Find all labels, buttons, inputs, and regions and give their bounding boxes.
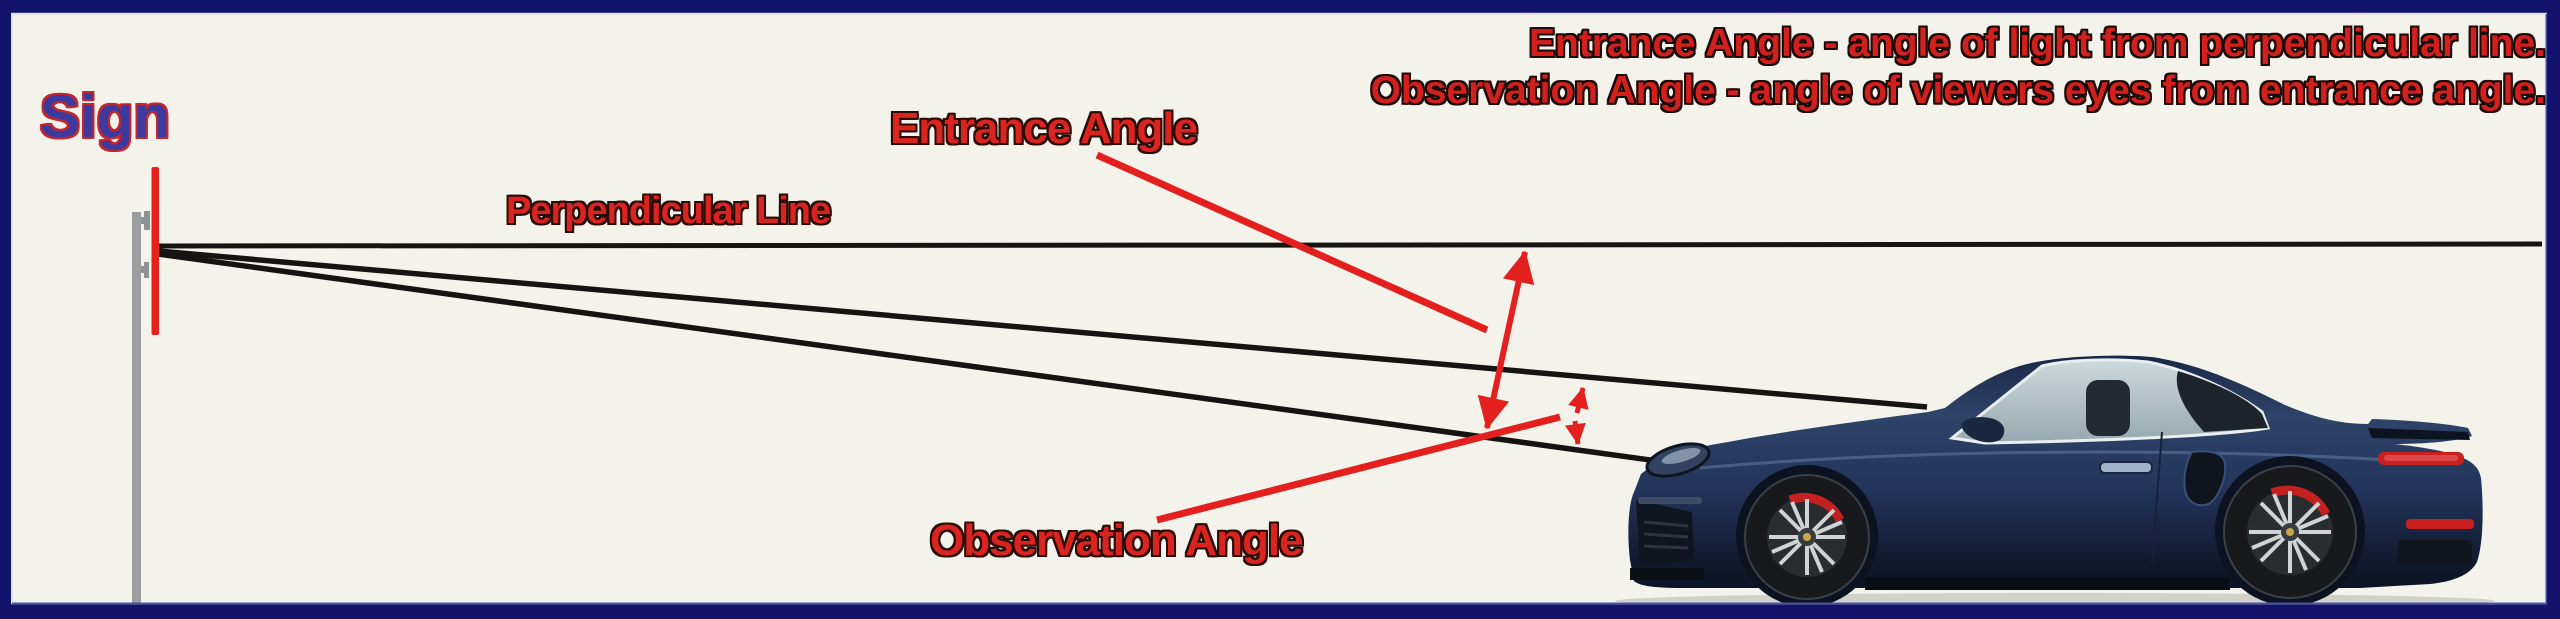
car-taillight-glow: [2384, 455, 2458, 461]
car-beltline-highlight: [1699, 450, 2421, 470]
perpendicular-line-label: Perpendicular Line: [506, 190, 831, 232]
car-rear-reflector: [2406, 519, 2474, 529]
car-grille-slats: [1643, 520, 1689, 550]
car-rear-quarter-glass-tint: [2176, 371, 2268, 432]
sign-pole: [132, 212, 141, 604]
car-front-lip: [1630, 568, 1704, 580]
perpendicular-line: [157, 241, 2543, 249]
car-drl-strip: [1638, 497, 1702, 504]
entrance-leader-line: [1095, 151, 1489, 334]
observation-angle-definition: Observation Angle - angle of viewers eye…: [1370, 69, 2546, 112]
car-headlight: [1645, 442, 1711, 478]
sign-label: Sign: [40, 83, 170, 150]
entrance-angle-definition: Entrance Angle - angle of light from per…: [1528, 22, 2546, 65]
car-seat-silhouette: [2086, 380, 2130, 436]
observation-angle-arrow-up: [1568, 386, 1589, 414]
observation-leader-line: [1156, 413, 1561, 524]
observation-angle-arrow-down: [1565, 420, 1586, 446]
car-door-seam: [2151, 431, 2163, 565]
car-spoiler-underside: [2368, 428, 2470, 440]
car-front-wheel: [1744, 474, 1870, 600]
viewer-ray-line: [157, 251, 1673, 466]
definitions-text-block: Entrance Angle - angle of light from per…: [1371, 20, 2546, 114]
car-rear-wheel: [2223, 465, 2357, 599]
entrance-angle-label: Entrance Angle: [890, 104, 1198, 153]
red-annotations: [1095, 151, 1589, 524]
car-rear-bumper-vent: [2398, 540, 2472, 566]
sign-assembly: [132, 167, 159, 604]
car-door-handle: [2099, 461, 2153, 474]
car-front-grille: [1636, 500, 1694, 566]
sign-panel-edge: [151, 167, 159, 335]
car-side-intake: [2183, 450, 2227, 507]
car-rocker-panel: [1865, 577, 2230, 590]
entrance-ray-line: [157, 248, 1928, 410]
entrance-angle-arrow: [1477, 250, 1535, 430]
car-side-mirror: [1961, 417, 2005, 443]
geometry-lines: [157, 241, 2543, 466]
observation-angle-label: Observation Angle: [930, 516, 1304, 565]
sign-bracket-bottom-tab: [144, 262, 149, 278]
sign-bracket-top-tab: [144, 211, 150, 230]
